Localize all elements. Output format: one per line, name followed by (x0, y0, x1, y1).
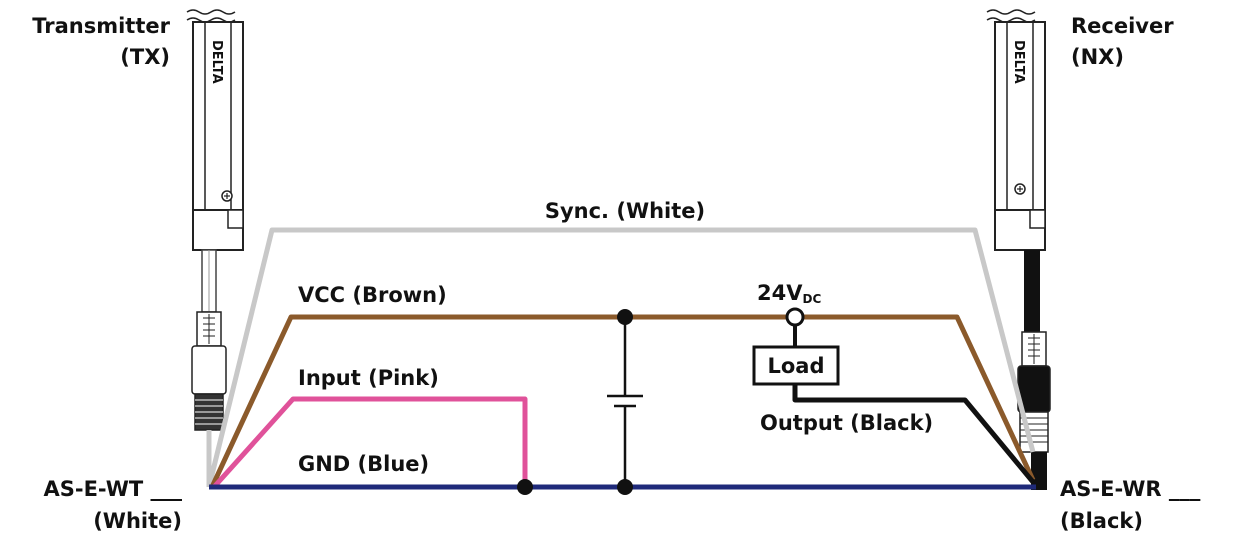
supply-terminal-icon (785, 307, 805, 327)
transmitter-device: DELTA (186, 9, 244, 431)
junction-dot (617, 309, 633, 325)
transmitter-code-label: (TX) (120, 45, 170, 69)
supply-voltage-label: 24VDC (757, 281, 821, 306)
transmitter-label: Transmitter (32, 14, 170, 38)
load-box (752, 345, 840, 386)
tx-cable-model-label: AS-E-WT ___ (43, 477, 182, 501)
receiver-device: DELTA (986, 9, 1051, 490)
receiver-label: Receiver (1071, 14, 1174, 38)
vcc-label: VCC (Brown) (298, 283, 447, 307)
gnd-label: GND (Blue) (298, 452, 429, 476)
output-label: Output (Black) (760, 411, 933, 435)
junction-dot (517, 479, 533, 495)
input-label: Input (Pink) (298, 366, 439, 390)
load-label: Load (767, 354, 824, 378)
output-wire (792, 384, 1035, 484)
tx-cable-color-label: (White) (93, 509, 182, 533)
rx-cable-color-label: (Black) (1060, 509, 1143, 533)
junction-dot (617, 479, 633, 495)
receiver-code-label: (NX) (1071, 45, 1124, 69)
sync-label: Sync. (White) (545, 199, 705, 223)
sync-wire (206, 227, 1036, 488)
rx-cable-model-label: AS-E-WR ___ (1060, 477, 1201, 501)
transmitter-brand-logo: DELTA (209, 40, 224, 84)
input-wire (212, 396, 528, 489)
receiver-brand-logo: DELTA (1011, 40, 1026, 84)
